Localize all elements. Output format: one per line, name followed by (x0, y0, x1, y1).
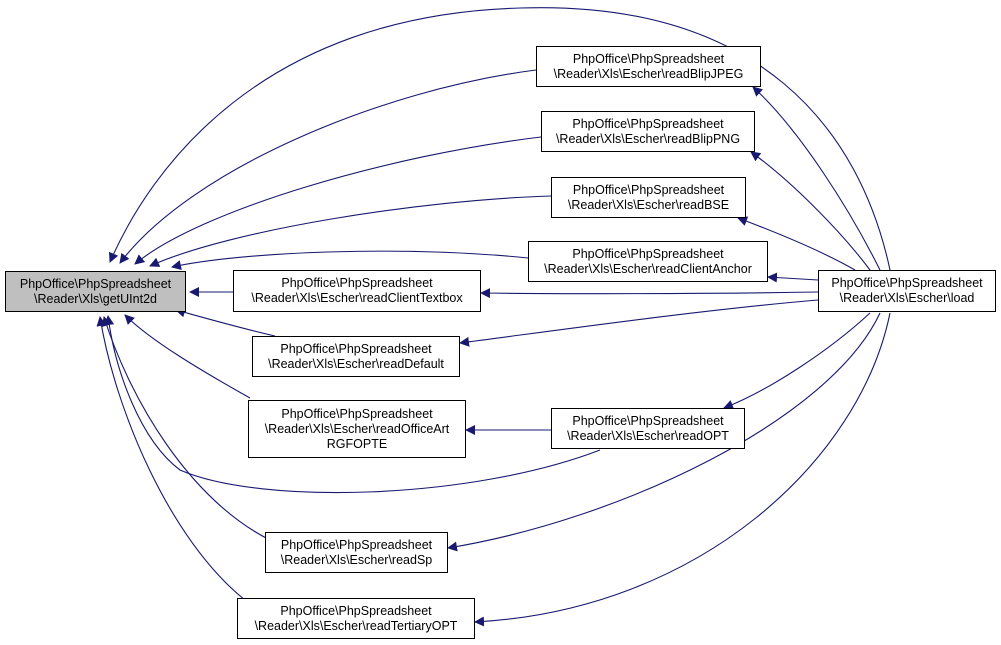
node-readBSE-line1: PhpOffice\PhpSpreadsheet (572, 182, 725, 197)
node-readBSE[interactable]: PhpOffice\PhpSpreadsheet \Reader\Xls\Esc… (551, 177, 746, 218)
node-readBlipPNG[interactable]: PhpOffice\PhpSpreadsheet \Reader\Xls\Esc… (541, 111, 755, 152)
node-load-line2: \Reader\Xls\Escher\load (839, 291, 975, 305)
node-readClientAnchor-line1: PhpOffice\PhpSpreadsheet (572, 246, 724, 261)
node-readClientTextbox[interactable]: PhpOffice\PhpSpreadsheet \Reader\Xls\Esc… (233, 270, 481, 312)
edge-load-to-readBlipPNG (750, 151, 871, 271)
node-getUInt2d-line2: \Reader\Xls\getUInt2d (34, 291, 157, 306)
edge-load-to-readBSE (737, 216, 856, 271)
node-readSp[interactable]: PhpOffice\PhpSpreadsheet \Reader\Xls\Esc… (265, 532, 448, 573)
node-readBlipPNG-line1: PhpOffice\PhpSpreadsheet (572, 116, 724, 131)
node-readOfficeArt-line1: PhpOffice\PhpSpreadsheet (281, 406, 433, 421)
edge-load-to-readBlipJPEG (752, 86, 881, 271)
node-readDefault[interactable]: PhpOffice\PhpSpreadsheet \Reader\Xls\Esc… (252, 336, 460, 377)
edge-load-to-readOPT (723, 312, 871, 410)
node-load[interactable]: PhpOffice\PhpSpreadsheet \Reader\Xls\Esc… (818, 270, 996, 312)
edge-readOPT-to-getUInt2d (104, 315, 601, 494)
node-readTertiaryOPT-line2: \Reader\Xls\Escher\readTertiaryOPT (254, 618, 458, 633)
edge-readDefault-to-getUInt2d (175, 307, 276, 337)
node-readDefault-line2: \Reader\Xls\Escher\readDefault (268, 356, 444, 371)
node-readTertiaryOPT-line1: PhpOffice\PhpSpreadsheet (280, 603, 432, 618)
edge-load-to-readTertiaryOPT (474, 312, 891, 627)
node-readBlipJPEG-line2: \Reader\Xls\Escher\readBlipJPEG (553, 66, 744, 81)
edge-load-to-getUInt2d-top (109, 7, 891, 271)
node-readBlipJPEG-line1: PhpOffice\PhpSpreadsheet (572, 51, 725, 66)
node-readBlipJPEG[interactable]: PhpOffice\PhpSpreadsheet \Reader\Xls\Esc… (536, 46, 761, 87)
edge-load-to-readClientAnchor (767, 272, 819, 283)
edge-load-to-readSp (447, 312, 881, 552)
edge-readBSE-to-getUInt2d (149, 195, 552, 267)
edge-readOfficeArt-to-getUInt2d (124, 314, 251, 399)
edge-readBlipJPEG-to-getUInt2d (119, 69, 537, 264)
node-readOPT-line2: \Reader\Xls\Escher\readOPT (567, 428, 729, 443)
node-readClientTextbox-line1: PhpOffice\PhpSpreadsheet (281, 276, 433, 290)
node-readOfficeArtRGFOPTE[interactable]: PhpOffice\PhpSpreadsheet \Reader\Xls\Esc… (248, 400, 466, 458)
node-readOfficeArt-line2: \Reader\Xls\Escher\readOfficeArt (264, 421, 450, 436)
node-readClientTextbox-line2: \Reader\Xls\Escher\readClientTextbox (251, 291, 463, 305)
edge-load-to-readDefault (459, 299, 819, 347)
node-readSp-line1: PhpOffice\PhpSpreadsheet (280, 537, 433, 552)
edge-load-to-readClientTextbox (480, 288, 819, 299)
node-getUInt2d-line1: PhpOffice\PhpSpreadsheet (19, 276, 172, 291)
edge-readClientAnchor-to-getUInt2d (171, 250, 529, 270)
node-readOPT[interactable]: PhpOffice\PhpSpreadsheet \Reader\Xls\Esc… (551, 408, 745, 449)
node-readSp-line2: \Reader\Xls\Escher\readSp (280, 552, 433, 567)
node-getUInt2d[interactable]: PhpOffice\PhpSpreadsheet \Reader\Xls\get… (5, 271, 186, 312)
node-load-line1: PhpOffice\PhpSpreadsheet (831, 276, 983, 290)
edge-readTertiaryOPT-to-getUInt2d (96, 316, 246, 601)
node-readClientAnchor-line2: \Reader\Xls\Escher\readClientAnchor (544, 261, 752, 276)
node-readTertiaryOPT[interactable]: PhpOffice\PhpSpreadsheet \Reader\Xls\Esc… (237, 598, 475, 639)
node-readBlipPNG-line2: \Reader\Xls\Escher\readBlipPNG (555, 131, 741, 146)
node-readDefault-line1: PhpOffice\PhpSpreadsheet (280, 341, 432, 356)
node-readClientAnchor[interactable]: PhpOffice\PhpSpreadsheet \Reader\Xls\Esc… (528, 241, 768, 282)
node-readOfficeArt-line3: RGFOPTE (326, 436, 388, 451)
edge-readSp-to-getUInt2d (101, 316, 271, 541)
edge-readBlipPNG-to-getUInt2d (134, 136, 542, 265)
node-readBSE-line2: \Reader\Xls\Escher\readBSE (567, 197, 730, 212)
node-readOPT-line1: PhpOffice\PhpSpreadsheet (572, 413, 724, 428)
